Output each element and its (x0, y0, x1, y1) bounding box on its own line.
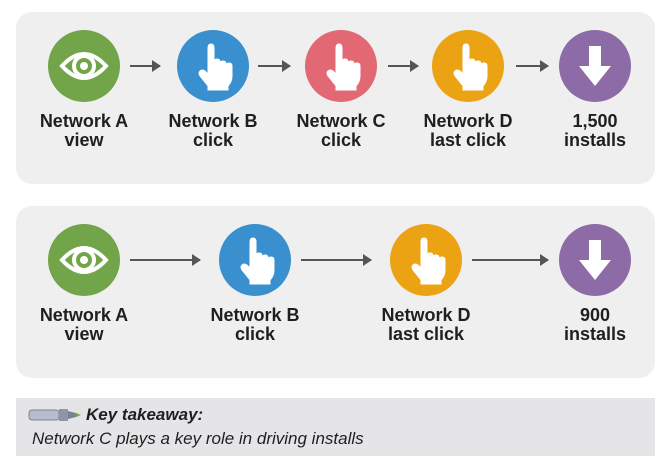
eye-icon (48, 30, 120, 102)
flow-arrow (130, 60, 161, 72)
flow-arrow (258, 60, 291, 72)
key-takeaway-box: Key takeaway: Network C plays a key role… (16, 398, 655, 456)
step-label-line1: Network C (296, 111, 386, 131)
takeaway-text: Network C plays a key role in driving in… (32, 429, 364, 448)
step-label-line2: click (234, 324, 276, 344)
hand-pointer-icon (390, 224, 462, 296)
step-label-line1: Network A (39, 111, 129, 131)
step-label-line1: Network A (39, 305, 129, 325)
flow-arrow (472, 254, 549, 266)
step-label-line1: Network B (210, 305, 300, 325)
hand-pointer-icon (432, 30, 504, 102)
takeaway-title: Key takeaway: (86, 405, 204, 424)
hand-pointer-icon (177, 30, 249, 102)
flow-arrow (130, 254, 201, 266)
flow-arrow (516, 60, 549, 72)
flow-arrow (388, 60, 419, 72)
step-label-line2: view (64, 130, 104, 150)
hand-pointer-icon (305, 30, 377, 102)
step-label-line2: installs (563, 324, 627, 344)
marker-pen-icon (28, 409, 81, 421)
step-label-line1: Network D (381, 305, 471, 325)
download-arrow-icon (559, 30, 631, 102)
flow-arrow (301, 254, 372, 266)
step-label-line1: Network D (423, 111, 513, 131)
eye-icon (48, 224, 120, 296)
step-label-line2: click (192, 130, 234, 150)
step-label-line2: installs (563, 130, 627, 150)
download-arrow-icon (559, 224, 631, 296)
step-label-line2: last click (429, 130, 507, 150)
step-label-line2: view (64, 324, 104, 344)
step-label-line2: click (320, 130, 362, 150)
step-label-line1: Network B (168, 111, 258, 131)
step-label-line1: 1,500 (572, 111, 618, 131)
step-label-line1: 900 (579, 305, 611, 325)
hand-pointer-icon (219, 224, 291, 296)
step-label-line2: last click (387, 324, 465, 344)
